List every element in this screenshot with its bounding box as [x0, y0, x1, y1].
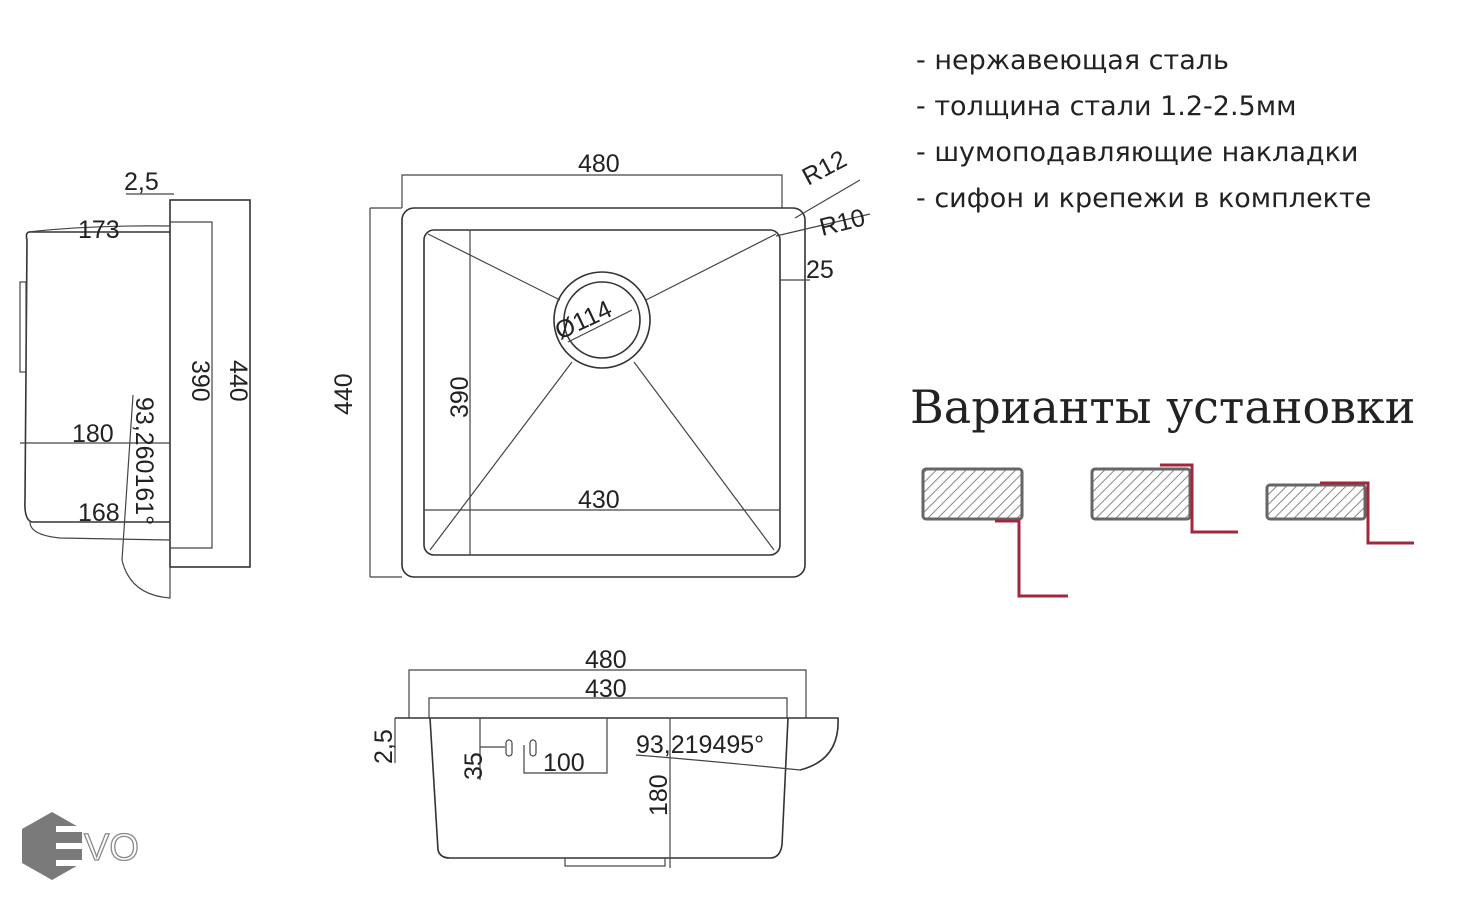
dim-depth-168: 168 — [78, 499, 120, 527]
dim-flange-2-5: 2,5 — [370, 729, 398, 764]
dim-inner-430: 430 — [578, 486, 620, 514]
feature-item: - нержавеющая сталь — [916, 45, 1229, 76]
install-variant-undermount — [921, 467, 1068, 598]
dim-overflow-35: 35 — [460, 752, 488, 780]
install-variant-flush — [1090, 463, 1238, 534]
front-view: 480 430 2,5 35 100 93,219495° 180 — [370, 646, 839, 868]
svg-text:VO: VO — [84, 827, 139, 869]
feature-list: - нержавеющая сталь - толщина стали 1.2-… — [916, 38, 1371, 222]
side-view: 2,5 173 390 440 93,260161° 180 168 — [19, 168, 252, 599]
install-variant-overmount — [1265, 481, 1414, 545]
feature-item: - сифон и крепежи в комплекте — [916, 183, 1372, 214]
dim-flange-thickness: 2,5 — [124, 168, 159, 196]
install-options-title: Варианты установки — [910, 380, 1416, 434]
dim-inner-430: 430 — [585, 675, 627, 703]
dim-overflow-100: 100 — [543, 749, 585, 777]
dim-angle: 93,219495° — [636, 731, 764, 759]
dim-radius-r12: R12 — [798, 145, 852, 191]
dim-inner-length: 390 — [186, 360, 214, 402]
dim-depth-180: 180 — [72, 420, 114, 448]
dim-width-480: 480 — [578, 150, 620, 178]
dim-rim-25: 25 — [806, 256, 834, 284]
dim-angle: 93,260161° — [130, 397, 158, 525]
evo-logo: VO — [22, 812, 140, 880]
feature-item: - толщина стали 1.2-2.5мм — [916, 91, 1297, 122]
dim-inner-390: 390 — [446, 376, 474, 418]
dim-depth-180: 180 — [645, 774, 673, 816]
dim-radius-r10: R10 — [817, 204, 868, 242]
dim-length-440: 440 — [330, 373, 358, 415]
feature-item: - шумоподавляющие накладки — [916, 137, 1359, 168]
dim-top-depth: 173 — [78, 216, 120, 244]
dim-drain-diameter: Ø114 — [551, 295, 617, 345]
dim-outer-length: 440 — [224, 360, 252, 402]
dim-width-480: 480 — [585, 646, 627, 674]
top-view: 480 R12 R10 25 440 390 Ø114 430 — [330, 145, 871, 578]
